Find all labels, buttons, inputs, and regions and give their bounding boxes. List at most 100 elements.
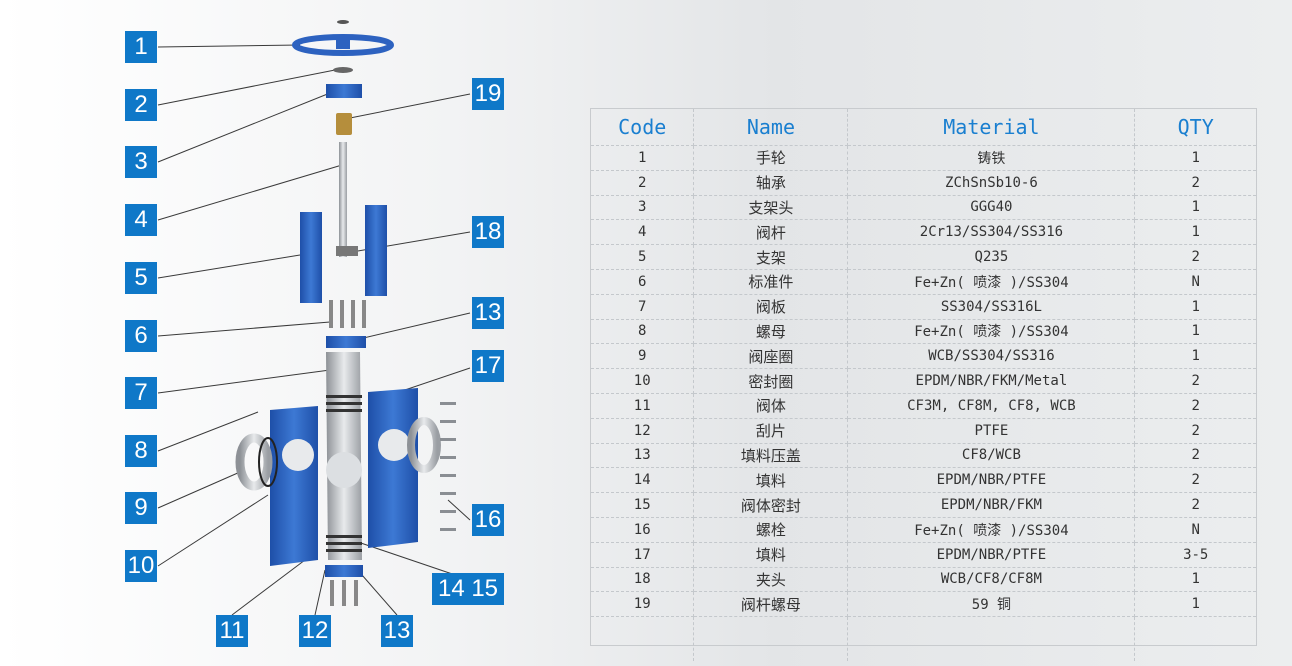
valve-body-left-port [282, 439, 314, 471]
cell-qty: 1 [1134, 591, 1256, 618]
stem-nut-part [336, 113, 352, 135]
cell-qty: 2 [1134, 393, 1256, 419]
cell-material: 2Cr13/SS304/SS316 [847, 219, 1136, 246]
cell-material: Fe+Zn( 喷漆 )/SS304 [847, 517, 1136, 543]
bottom-bolts [330, 580, 358, 606]
header-code: Code [591, 109, 695, 146]
cell-qty: 1 [1134, 319, 1256, 345]
cell-name: 密封圈 [693, 368, 849, 394]
callout-5: 5 [125, 262, 157, 294]
cell-material: CF8/WCB [847, 443, 1136, 469]
gland-top-part [326, 336, 366, 348]
callout-9: 9 [125, 492, 157, 524]
cell-material: SS304/SS316L [847, 294, 1136, 320]
cell-code: 8 [591, 319, 695, 345]
cell-qty: 3-5 [1134, 542, 1256, 568]
cell-material: GGG40 [847, 195, 1136, 221]
cell-code: 16 [591, 517, 695, 543]
callout-11: 11 [216, 615, 248, 647]
cell-name: 刮片 [693, 418, 849, 444]
cell-qty: 1 [1134, 343, 1256, 370]
cell-name: 填料压盖 [693, 443, 849, 469]
callout-7: 7 [125, 377, 157, 409]
gate-plate-hole [326, 452, 362, 488]
cell-material: 铸铁 [847, 145, 1136, 171]
cell-code: 17 [591, 542, 695, 568]
cell-qty: 2 [1134, 170, 1256, 196]
yoke-leg-left [300, 212, 322, 303]
cell-name: 螺栓 [693, 517, 849, 543]
callout-17: 17 [472, 350, 504, 382]
cell-name: 支架 [693, 244, 849, 270]
cell-name: 轴承 [693, 170, 849, 196]
cell-qty: N [1134, 517, 1256, 543]
cell-name: 夹头 [693, 567, 849, 593]
cell-material: WCB/SS304/SS316 [847, 343, 1136, 370]
cell-qty: 1 [1134, 195, 1256, 221]
cell-code: 1 [591, 145, 695, 171]
callout-18: 18 [472, 216, 504, 248]
yoke-head-part [326, 84, 362, 98]
cell-code: 10 [591, 368, 695, 394]
valve-body-left [270, 406, 318, 566]
cell-material: 59 铜 [847, 591, 1136, 618]
callout-10: 10 [125, 550, 157, 582]
callout-12: 12 [299, 615, 331, 647]
cell-code: 6 [591, 269, 695, 295]
packing-rings [326, 395, 362, 552]
cell-name: 阀座圈 [693, 343, 849, 370]
cell-material: EPDM/NBR/FKM [847, 492, 1136, 518]
cell-code: 4 [591, 219, 695, 246]
filler-cell [693, 616, 849, 662]
cell-qty: 1 [1134, 294, 1256, 320]
callout-13-bottom: 13 [381, 615, 413, 647]
table-filler-row [591, 616, 1256, 662]
table-header-row: Code Name Material QTY [591, 109, 1256, 146]
cell-name: 阀体 [693, 393, 849, 419]
cell-name: 标准件 [693, 269, 849, 295]
callout-3: 3 [125, 146, 157, 178]
header-name: Name [693, 109, 849, 146]
cell-code: 11 [591, 393, 695, 419]
cell-code: 7 [591, 294, 695, 320]
callout-19: 19 [472, 78, 504, 110]
right-seat-ring [407, 417, 441, 473]
cell-material: EPDM/NBR/PTFE [847, 542, 1136, 568]
callout-6: 6 [125, 320, 157, 352]
cell-qty: 1 [1134, 145, 1256, 171]
cell-qty: 2 [1134, 443, 1256, 469]
callout-2: 2 [125, 89, 157, 121]
yoke-leg-right [365, 205, 387, 296]
clamp-part [336, 246, 358, 256]
filler-cell [847, 616, 1136, 662]
handwheel-part [292, 34, 394, 56]
cell-name: 阀杆 [693, 219, 849, 246]
stem-part [339, 142, 347, 257]
cell-qty: N [1134, 269, 1256, 295]
seat-ring-part [235, 433, 273, 491]
callout-14-15: 14 15 [432, 573, 504, 605]
valve-body-right [368, 388, 418, 548]
handwheel-hub [336, 40, 350, 49]
cell-qty: 2 [1134, 368, 1256, 394]
cell-material: WCB/CF8/CF8M [847, 567, 1136, 593]
cell-name: 手轮 [693, 145, 849, 171]
cell-code: 15 [591, 492, 695, 518]
cell-name: 填料 [693, 467, 849, 494]
